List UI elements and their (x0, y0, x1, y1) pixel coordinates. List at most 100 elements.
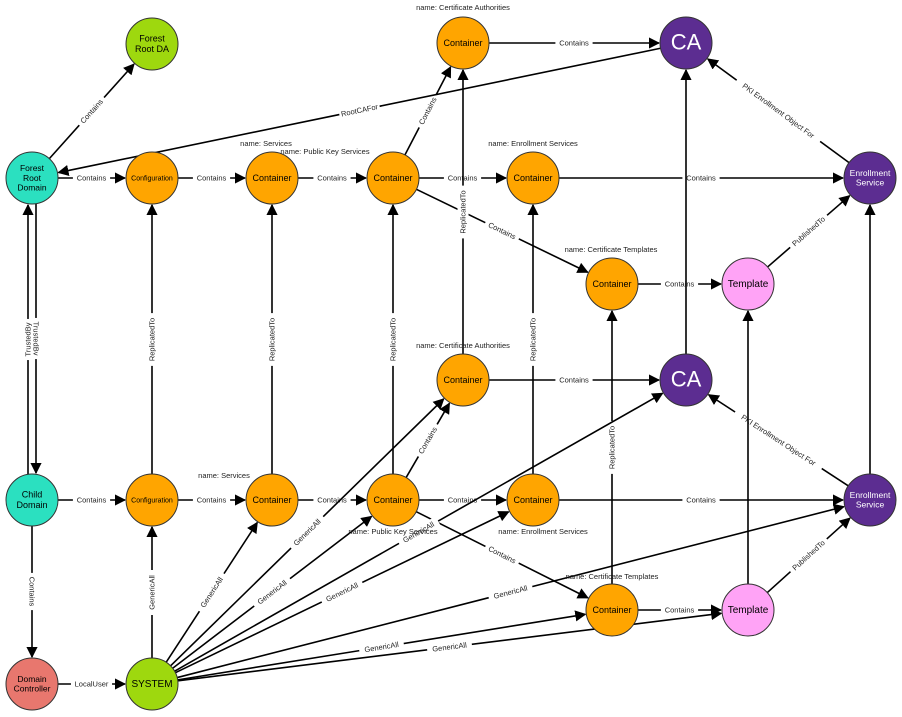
edge-label-bg (287, 512, 328, 553)
edge-label-bg (732, 407, 825, 474)
node-circle[interactable] (436, 16, 490, 70)
node-circle[interactable] (125, 17, 179, 71)
node-circle[interactable] (506, 473, 560, 527)
node-cfg2[interactable]: Configuration (125, 473, 179, 527)
edge-label-group: Contains (660, 604, 699, 616)
node-tpl1[interactable]: Template (721, 257, 775, 311)
edge-label: GenericAll (198, 575, 225, 609)
node-ct2[interactable]: Container (585, 583, 639, 637)
node-circle[interactable] (506, 151, 560, 205)
node-circle[interactable] (585, 583, 639, 637)
node-label: Container (373, 495, 412, 505)
node-label: Configuration (131, 497, 173, 504)
edge-label-bg (22, 318, 34, 361)
node-label: Controller (14, 684, 51, 694)
edge-label-bg (413, 421, 442, 460)
node-srv2[interactable]: Container (245, 473, 299, 527)
edge-label: ReplicatedTo (267, 318, 276, 361)
edge-label: ReplicatedTo (528, 318, 537, 361)
edge-cfg1-srv1: Contains (178, 172, 247, 184)
node-circle[interactable] (125, 473, 179, 527)
edge-label-bg (358, 638, 405, 657)
edge-label-group: Contains (192, 494, 231, 506)
edge-label-bg (660, 604, 699, 616)
edge-esv2-ca2: PKI Enrollment Object For (707, 394, 849, 487)
node-ct1[interactable]: Container (585, 257, 639, 311)
edge-label: PublishedTo (790, 538, 826, 572)
edge-label: Contains (686, 173, 716, 182)
node-label: Root (23, 173, 42, 183)
edge-label-group: TrustedBy (22, 318, 34, 361)
node-label: Template (728, 279, 769, 290)
node-circle[interactable] (5, 151, 59, 205)
node-circle[interactable] (5, 473, 59, 527)
node-circle[interactable] (721, 257, 775, 311)
node-label: Container (252, 173, 291, 183)
node-circle[interactable] (245, 473, 299, 527)
edge-label: ReplicatedTo (607, 426, 616, 469)
edge-label-group: Contains (72, 172, 111, 184)
node-circle[interactable] (585, 257, 639, 311)
node-cfg1[interactable]: Configuration (125, 151, 179, 205)
node-circle[interactable] (659, 353, 713, 407)
edge-label-bg (72, 172, 111, 184)
node-tpl2[interactable]: Template (721, 583, 775, 637)
node-circle[interactable] (366, 473, 420, 527)
node-circle[interactable] (659, 16, 713, 70)
edge-label: ReplicatedTo (147, 318, 156, 361)
node-es2c[interactable]: Container (506, 473, 560, 527)
node-circle[interactable] (245, 151, 299, 205)
node-circle[interactable] (5, 657, 59, 711)
node-name-annotation: name: Enrollment Services (498, 527, 588, 536)
node-circle[interactable] (843, 151, 897, 205)
node-circle[interactable] (125, 151, 179, 205)
node-circle[interactable] (436, 353, 490, 407)
edge-label-group: Contains (482, 217, 522, 244)
node-pks2[interactable]: Container (366, 473, 420, 527)
edge-tpl1-esv1: PublishedTo (767, 194, 851, 268)
node-ca1c[interactable]: Container (436, 16, 490, 70)
node-circle[interactable] (366, 151, 420, 205)
node-srv1[interactable]: Container (245, 151, 299, 205)
edge-label: GenericAll (432, 640, 468, 653)
node-circle[interactable] (843, 473, 897, 527)
node-label: Configuration (131, 175, 173, 182)
edge-ct2-ct1: ReplicatedTo (606, 309, 618, 584)
edge-label-group: ReplicatedTo (266, 313, 278, 366)
edge-label-bg (482, 541, 522, 569)
edge-frd-cfg1: Contains (58, 172, 127, 184)
edge-label-group: ReplicatedTo (146, 313, 158, 366)
edge-dc-sys: LocalUser (58, 678, 127, 690)
edge-pks2-ct2: Contains (415, 510, 589, 599)
node-label: Container (513, 173, 552, 183)
edge-pks1-ca1c: Contains (404, 65, 452, 156)
edge-ca2c-ca1c: ReplicatedTo (457, 68, 469, 354)
node-circle[interactable] (125, 657, 179, 711)
edge-label-bg (457, 185, 469, 239)
node-ca2c[interactable]: Container (436, 353, 490, 407)
edge-label: Contains (197, 173, 227, 182)
edge-label-group: Contains (75, 93, 109, 129)
node-label: Container (513, 495, 552, 505)
edge-label: Contains (559, 375, 589, 384)
edge-ca2c-ca2: Contains (489, 374, 661, 386)
node-circle[interactable] (721, 583, 775, 637)
edge-pks2-es2c: Contains (419, 494, 508, 506)
edge-label-group: ReplicatedTo (457, 185, 469, 239)
node-es1c[interactable]: Container (506, 151, 560, 205)
edge-label-bg (70, 678, 113, 690)
edge-label-group: GenericAll (487, 581, 534, 604)
node-ca2[interactable]: CA (659, 353, 713, 407)
node-pks1[interactable]: Container (366, 151, 420, 205)
edge-label-bg (194, 570, 229, 615)
node-ca1[interactable]: CA (659, 16, 713, 70)
edge-srv1-pks1: Contains (298, 172, 368, 184)
node-sys[interactable]: SYSTEM (125, 657, 179, 711)
